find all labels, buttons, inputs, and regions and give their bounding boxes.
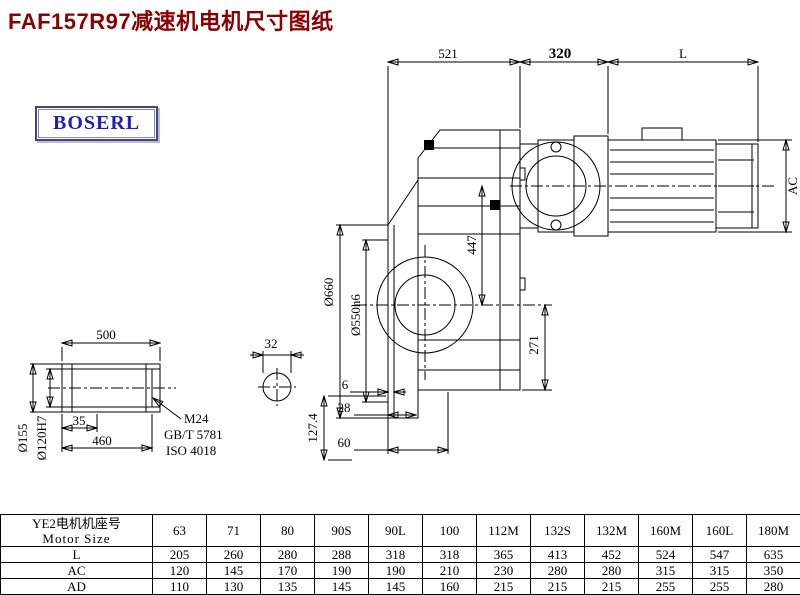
dim-L-label: L [679,46,687,61]
terminal-box [642,128,682,140]
dim-AC-label: AC [785,177,800,195]
table-header-size: 71 [207,515,261,547]
table-cell: 318 [423,547,477,563]
dim-521-label: 521 [438,46,458,61]
dim-460-label: 460 [92,433,112,448]
note-gbt-label: GB/T 5781 [164,427,223,442]
dim-35-label: 35 [73,413,86,428]
shaft-end-view [250,351,304,406]
table-cell: 280 [585,563,639,579]
table-row-label: AC [1,563,153,579]
dim-500-label: 500 [96,327,116,342]
mount-marker-icon [424,140,434,150]
note-iso-label: ISO 4018 [166,443,216,458]
dim-155-label: Ø155 [15,424,30,453]
table-cell: 524 [639,547,693,563]
table-header-size: 160M [639,515,693,547]
dim-28-label: 28 [338,400,351,415]
table-cell: 130 [207,579,261,595]
table-row-label: L [1,547,153,563]
table-header-size: 160L [693,515,747,547]
mid-dimensions [482,186,552,390]
table-cell: 145 [369,579,423,595]
dim-447-label: 447 [464,235,479,255]
table-row-label: AD [1,579,153,595]
mount-marker-icon [490,200,500,210]
table-header-size: 80 [261,515,315,547]
table-cell: 145 [207,563,261,579]
dim-550-label: Ø550h6 [348,294,363,336]
table-cell: 452 [585,547,639,563]
technical-drawing: 521 320 L AC [0,40,800,514]
table-header-size: 100 [423,515,477,547]
table-header-size: 63 [153,515,207,547]
dim-6-label: 6 [342,377,349,392]
dim-320-label: 320 [549,46,572,62]
table-cell: 205 [153,547,207,563]
table-cell: 315 [693,563,747,579]
table-cell: 255 [693,579,747,595]
table-cell: 255 [639,579,693,595]
table-cell: 190 [369,563,423,579]
top-dimension-chain [388,62,758,226]
table-header-size: 132M [585,515,639,547]
table-cell: 170 [261,563,315,579]
table-cell: 215 [585,579,639,595]
table-cell: 210 [423,563,477,579]
table-cell: 160 [423,579,477,595]
table-cell: 365 [477,547,531,563]
table-cell: 260 [207,547,261,563]
note-m24-label: M24 [184,411,209,426]
table-cell: 350 [747,563,800,579]
table-cell: 120 [153,563,207,579]
dim-120-label: Ø120H7 [34,415,49,460]
table-header-size: 132S [531,515,585,547]
table-cell: 413 [531,547,585,563]
table-cell: 215 [477,579,531,595]
table-cell: 280 [261,547,315,563]
table-cell: 110 [153,579,207,595]
page-title: FAF157R97减速机电机尺寸图纸 [8,4,334,36]
table-cell: 145 [315,579,369,595]
table-cell: 230 [477,563,531,579]
table-cell: 135 [261,579,315,595]
table-header-size: 90L [369,515,423,547]
gearbox-housing [355,130,552,418]
table-cell: 318 [369,547,423,563]
table-header-size: 112M [477,515,531,547]
table-cell: 547 [693,547,747,563]
table-cell: 315 [639,563,693,579]
dim-660-label: Ø660 [321,278,336,307]
dim-271-label: 271 [526,335,541,355]
table-cell: 280 [747,579,800,595]
table-header-size: 180M [747,515,800,547]
dim-32-label: 32 [265,336,278,351]
table-cell: 635 [747,547,800,563]
table-cell: 288 [315,547,369,563]
dim-60-label: 60 [338,435,351,450]
table-cell: 215 [531,579,585,595]
motor-assembly [510,128,775,236]
table-header-size: 90S [315,515,369,547]
dim-127-label: 127.4 [305,413,320,443]
table-cell: 280 [531,563,585,579]
table-cell: 190 [315,563,369,579]
